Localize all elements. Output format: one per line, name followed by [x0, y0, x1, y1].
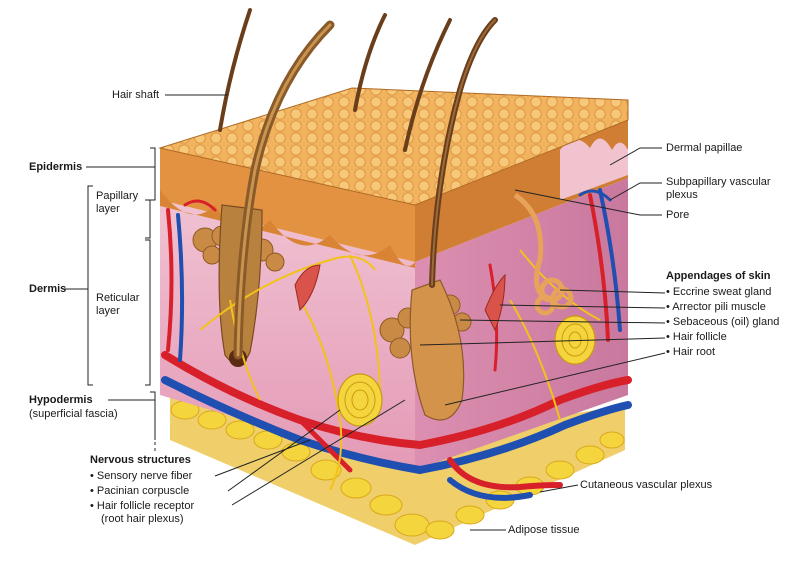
leader-lines	[64, 94, 666, 531]
arrector-pili-muscles	[294, 264, 506, 332]
appendages-heading: Appendages of skin	[666, 270, 771, 282]
appendage-item: • Hair follicle	[666, 331, 727, 343]
appendage-item: • Hair root	[666, 346, 716, 358]
cutaneous-vascular-plexus-label: Cutaneous vascular plexus	[580, 479, 713, 491]
nervous-item: • Hair follicle receptor	[90, 500, 195, 512]
epidermis-label: Epidermis	[29, 161, 83, 173]
nervous-item: • Sensory nerve fiber	[90, 470, 193, 482]
adipose-tissue-label: Adipose tissue	[508, 524, 580, 536]
superficial-fascia-label: (superficial fascia)	[29, 408, 118, 420]
appendage-item: • Eccrine sweat gland	[666, 286, 772, 298]
reticular-layer-label-line2: layer	[96, 305, 120, 317]
nervous-structures-heading: Nervous structures	[90, 454, 191, 466]
hair-shafts	[218, 8, 498, 360]
appendage-item: • Sebaceous (oil) gland	[666, 316, 780, 328]
blood-vessels	[161, 188, 632, 501]
dermis-label: Dermis	[29, 283, 67, 295]
reticular-layer-label-line1: Reticular	[96, 292, 140, 304]
pacinian-corpuscles	[337, 315, 596, 427]
papillary-layer-label-line1: Papillary	[96, 190, 139, 202]
nervous-item-subtitle: (root hair plexus)	[101, 513, 184, 525]
dermal-papillae-label: Dermal papillae	[666, 142, 743, 154]
subpapillary-plexus-label-line1: Subpapillary vascular	[666, 176, 771, 188]
nervous-item: • Pacinian corpuscle	[90, 485, 190, 497]
epidermis-top-surface	[160, 88, 628, 205]
hair-shaft-label: Hair shaft	[112, 89, 160, 101]
appendage-item: • Arrector pili muscle	[666, 301, 766, 313]
papillary-layer-label-line2: layer	[96, 203, 120, 215]
pore-label: Pore	[666, 209, 690, 221]
eccrine-sweat-gland	[513, 192, 574, 316]
hypodermis-label: Hypodermis	[29, 394, 93, 406]
subpapillary-plexus-label-line2: plexus	[666, 189, 698, 201]
